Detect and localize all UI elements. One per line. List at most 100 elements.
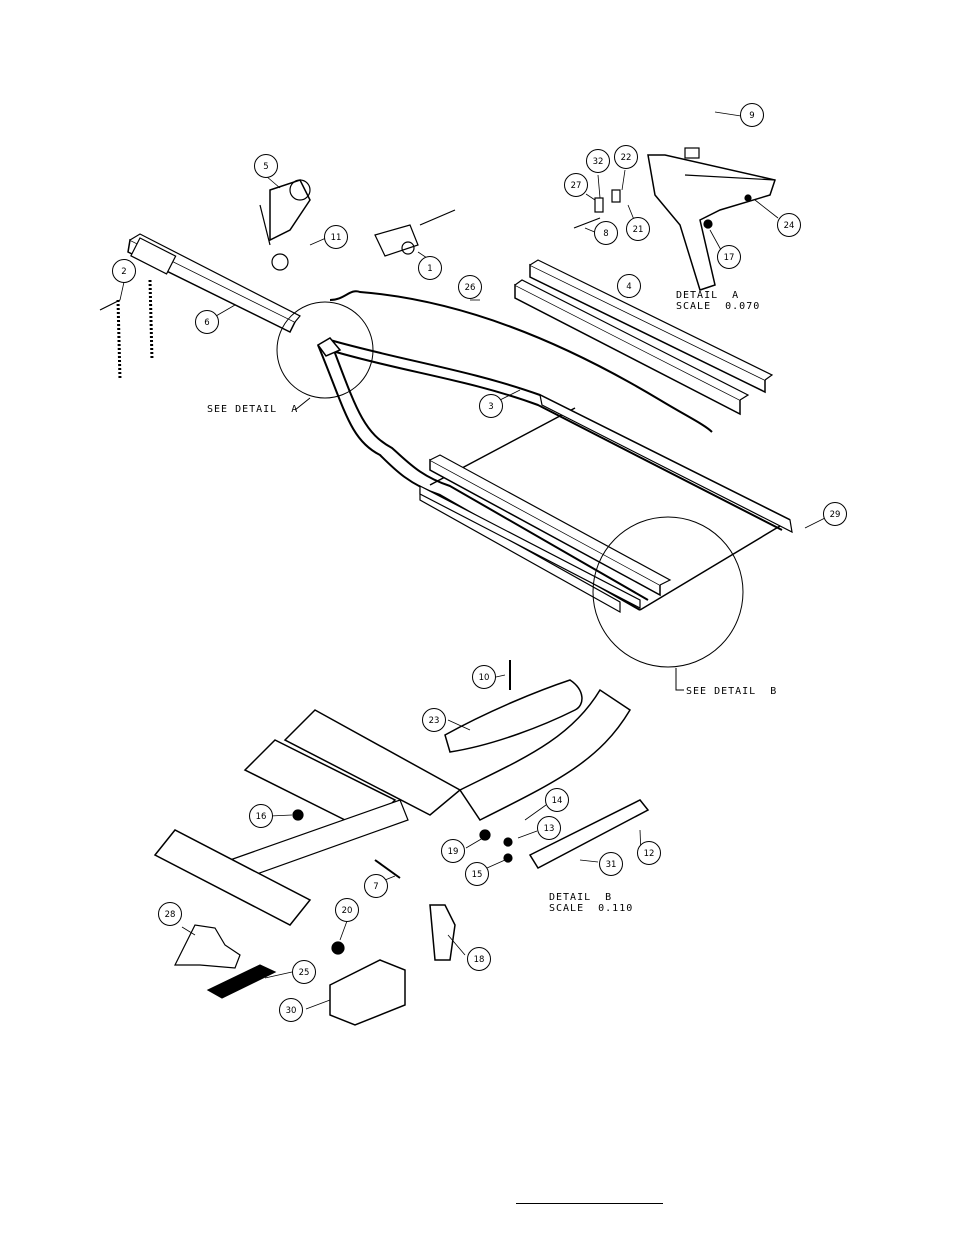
callout-number: 24 (784, 221, 795, 231)
callout-26: 26 (458, 275, 482, 299)
callout-number: 6 (204, 318, 209, 328)
detail-b-drawing (153, 660, 650, 1026)
callout-5: 5 (254, 154, 278, 178)
callout-circle (465, 862, 489, 886)
callout-number: 12 (644, 849, 655, 859)
callout-circle (195, 310, 219, 334)
callout-circle (292, 960, 316, 984)
callout-number: 29 (830, 510, 841, 520)
callout-number: 5 (263, 162, 268, 172)
see-detail-a-label: SEE DETAIL A (207, 404, 299, 415)
callout-22: 22 (614, 145, 638, 169)
callout-circle (717, 245, 741, 269)
callout-15: 15 (465, 862, 489, 886)
callout-28: 28 (158, 902, 182, 926)
callout-circle (564, 173, 588, 197)
callout-9: 9 (740, 103, 764, 127)
callout-21: 21 (626, 217, 650, 241)
callout-circle (279, 998, 303, 1022)
callout-16: 16 (249, 804, 273, 828)
callout-number: 7 (373, 882, 378, 892)
callout-number: 31 (606, 860, 617, 870)
callout-17: 17 (717, 245, 741, 269)
callout-number: 18 (474, 955, 485, 965)
callout-number: 27 (571, 181, 582, 191)
safety-chains (99, 279, 154, 381)
callout-number: 20 (342, 906, 353, 916)
callout-number: 11 (331, 233, 342, 243)
callout-7: 7 (364, 874, 388, 898)
detail-b-circle (592, 516, 744, 668)
callout-2: 2 (112, 259, 136, 283)
winch-strap (329, 290, 713, 433)
callout-circle (594, 221, 618, 245)
callout-1: 1 (418, 256, 442, 280)
callout-number: 16 (256, 812, 267, 822)
callout-number: 8 (603, 229, 608, 239)
callout-number: 25 (299, 968, 310, 978)
detail-b-scale: SCALE 0.110 (549, 903, 634, 914)
callout-number: 32 (593, 157, 604, 167)
callout-27: 27 (564, 173, 588, 197)
winch-assembly (259, 179, 311, 271)
callout-number: 23 (429, 716, 440, 726)
callout-number: 21 (633, 225, 644, 235)
callout-number: 3 (488, 402, 493, 412)
callout-circle (458, 275, 482, 299)
callout-circle (324, 225, 348, 249)
callout-4: 4 (617, 274, 641, 298)
callout-19: 19 (441, 839, 465, 863)
page-rule (516, 1203, 663, 1204)
callout-18: 18 (467, 947, 491, 971)
callout-circle (422, 708, 446, 732)
callout-circle (467, 947, 491, 971)
callout-3: 3 (479, 394, 503, 418)
callout-12: 12 (637, 841, 661, 865)
callout-circle (614, 145, 638, 169)
callout-8: 8 (594, 221, 618, 245)
tongue-assembly (127, 233, 301, 334)
callout-circle (740, 103, 764, 127)
callout-circle (472, 665, 496, 689)
callout-number: 4 (626, 282, 631, 292)
bunk-boards (419, 454, 672, 609)
detail-a-drawing (573, 147, 776, 291)
callout-14: 14 (545, 788, 569, 812)
callout-number: 19 (448, 847, 459, 857)
callout-circle (441, 839, 465, 863)
roller-assembly (374, 209, 456, 257)
callout-circle (599, 852, 623, 876)
callout-circle (254, 154, 278, 178)
callout-24: 24 (777, 213, 801, 237)
callout-30: 30 (279, 998, 303, 1022)
callout-circle (479, 394, 503, 418)
detail-a-circle (276, 301, 374, 399)
callout-circle (158, 902, 182, 926)
callout-25: 25 (292, 960, 316, 984)
callout-circle (364, 874, 388, 898)
callout-circle (335, 898, 359, 922)
detail-a-title: DETAIL A (676, 290, 740, 301)
callout-number: 9 (749, 111, 754, 121)
callout-circle (545, 788, 569, 812)
callout-20: 20 (335, 898, 359, 922)
callout-number: 13 (544, 824, 555, 834)
callout-circle (249, 804, 273, 828)
callout-circle (418, 256, 442, 280)
callout-11: 11 (324, 225, 348, 249)
callout-circle (112, 259, 136, 283)
callout-circle (537, 816, 561, 840)
callout-number: 26 (465, 283, 476, 293)
callout-32: 32 (586, 149, 610, 173)
callout-circle (823, 502, 847, 526)
callout-number: 2 (121, 267, 126, 277)
trailer-frame (316, 337, 793, 614)
callout-circle (777, 213, 801, 237)
callout-number: 15 (472, 870, 483, 880)
callout-number: 14 (552, 796, 563, 806)
callout-circle (626, 217, 650, 241)
callout-number: 1 (427, 264, 432, 274)
detail-a-scale: SCALE 0.070 (676, 301, 761, 312)
